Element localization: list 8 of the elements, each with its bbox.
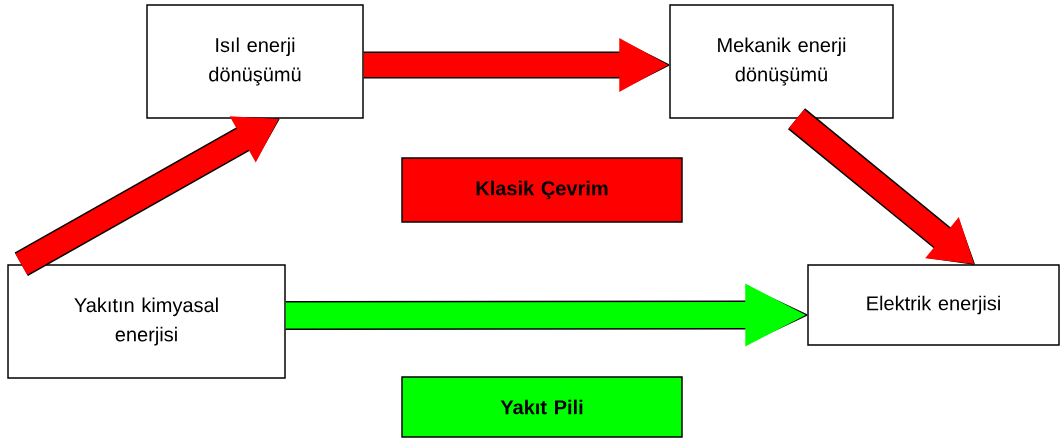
process-box: Mekanik enerji dönüşümü — [669, 4, 894, 119]
process-box: Elektrik enerjisi — [807, 264, 1060, 346]
process-box: Isıl enerji dönüşümü — [146, 4, 364, 119]
label-box: Yakıt Pili — [401, 376, 683, 438]
process-box: Yakıtın kimyasal enerjisi — [7, 264, 286, 379]
block-arrow — [14, 116, 280, 277]
label-box: Klasik Çevrim — [401, 157, 683, 223]
block-arrow — [788, 108, 975, 265]
